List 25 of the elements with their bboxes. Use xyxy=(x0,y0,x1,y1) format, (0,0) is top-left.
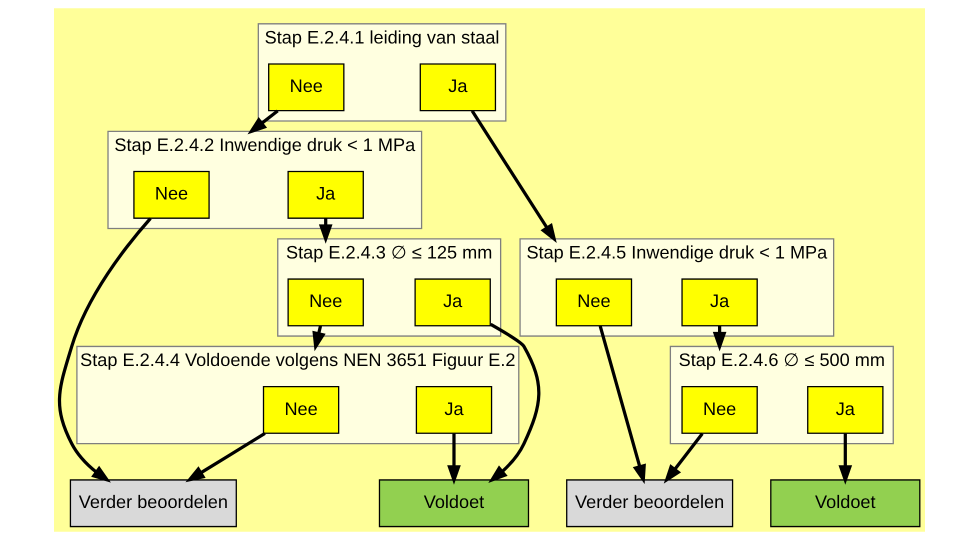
arrow xyxy=(58,217,152,483)
node-box: Ja xyxy=(420,63,496,112)
node-box: Ja xyxy=(287,170,364,219)
node-box: Verder beoordelen xyxy=(70,479,237,528)
node-box: Nee xyxy=(287,278,364,326)
node-box: Nee xyxy=(262,386,340,434)
arrow xyxy=(664,432,704,484)
arrow xyxy=(185,432,266,482)
node-box: Nee xyxy=(556,278,632,326)
node-box: Voldoet xyxy=(378,479,530,528)
arrow xyxy=(470,110,557,244)
arrow xyxy=(447,434,461,485)
arrow xyxy=(247,110,279,134)
node-box: Verder beoordelen xyxy=(566,479,734,528)
node-box: Ja xyxy=(681,278,758,326)
arrow xyxy=(488,322,540,483)
arrow xyxy=(838,434,852,485)
arrow xyxy=(598,326,646,484)
node-box: Ja xyxy=(414,278,491,326)
node-box: Nee xyxy=(133,170,210,219)
node-box: Voldoet xyxy=(770,479,920,528)
node-box: Nee xyxy=(268,63,344,112)
node-box: Ja xyxy=(416,386,492,434)
node-box: Nee xyxy=(681,386,758,434)
node-box: Ja xyxy=(807,386,884,434)
